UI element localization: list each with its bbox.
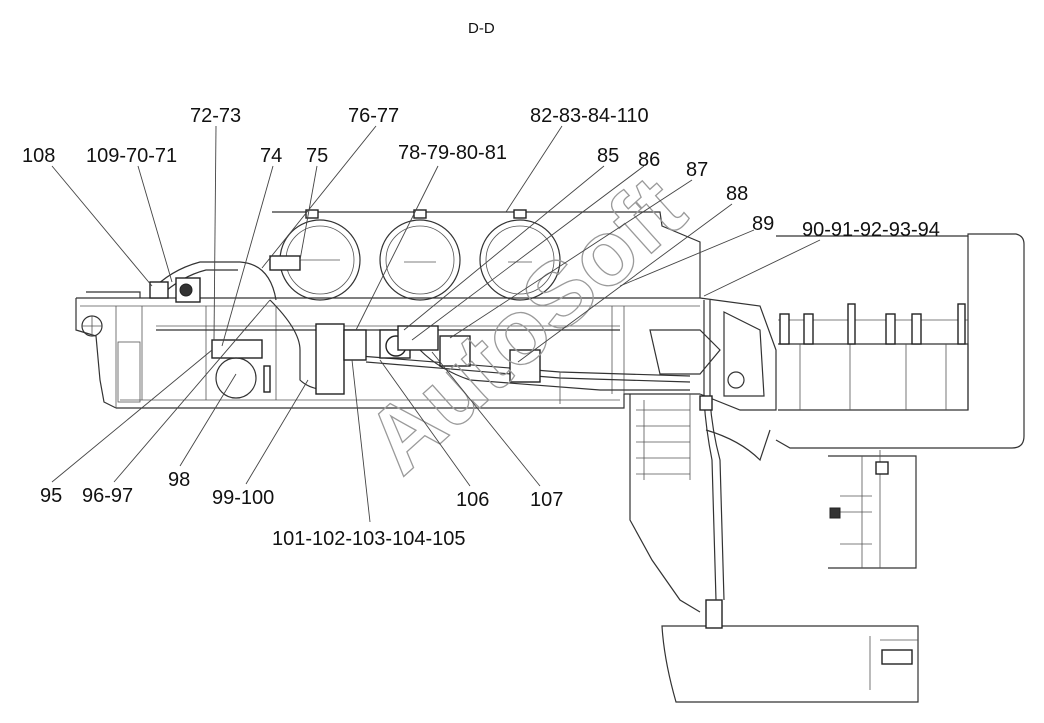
callout-89: 89: [752, 213, 774, 235]
callout-109-70-71: 109-70-71: [86, 145, 177, 167]
callout-90-91-92-93-94: 90-91-92-93-94: [802, 219, 940, 241]
callout-78-79-80-81: 78-79-80-81: [398, 142, 507, 164]
callout-76-77: 76-77: [348, 105, 399, 127]
view-title: D-D: [468, 20, 495, 37]
callout-95: 95: [40, 485, 62, 507]
machine-frame: [75, 211, 1025, 703]
components: [149, 255, 713, 411]
callout-108: 108: [22, 145, 55, 167]
leader-lines: [51, 125, 821, 523]
callout-88: 88: [726, 183, 748, 205]
callout-106: 106: [456, 489, 489, 511]
callout-82-83-84-110: 82-83-84-110: [530, 105, 649, 127]
callout-86: 86: [638, 149, 660, 171]
callout-107: 107: [530, 489, 563, 511]
callout-75: 75: [306, 145, 328, 167]
callout-96-97: 96-97: [82, 485, 133, 507]
callout-101-102-103-104-105: 101-102-103-104-105: [272, 528, 466, 550]
callout-72-73: 72-73: [190, 105, 241, 127]
callout-labels: 108 109-70-71 72-73 74 75 76-77 78-79-80…: [22, 105, 940, 550]
callout-87: 87: [686, 159, 708, 181]
callout-99-100: 99-100: [212, 487, 274, 509]
callout-85: 85: [597, 145, 619, 167]
callout-98: 98: [168, 469, 190, 491]
callout-74: 74: [260, 145, 282, 167]
